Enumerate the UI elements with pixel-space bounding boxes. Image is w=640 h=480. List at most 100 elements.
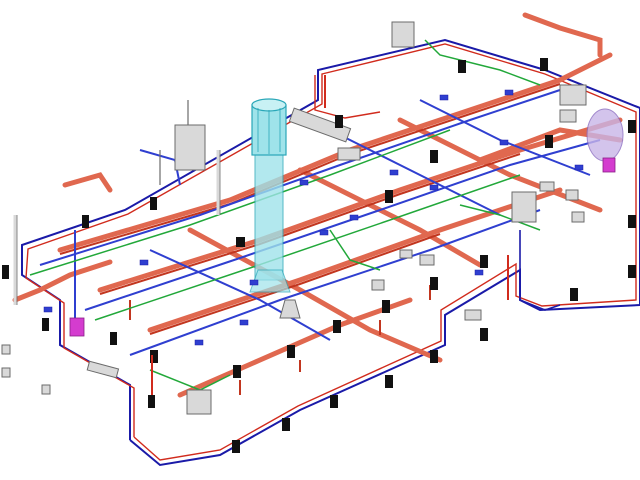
equip-small-1 bbox=[559, 109, 577, 123]
grille bbox=[628, 120, 636, 133]
duct-main-b bbox=[97, 117, 623, 293]
equip-small-9 bbox=[41, 384, 51, 395]
equip-small-11 bbox=[571, 211, 585, 223]
grille bbox=[232, 440, 240, 453]
diffuser bbox=[504, 89, 514, 96]
ahu-top bbox=[251, 98, 287, 112]
air-handling-unit bbox=[249, 98, 291, 293]
grille bbox=[110, 332, 117, 345]
duct-edge-c bbox=[149, 233, 441, 335]
duct-main-a bbox=[57, 52, 613, 253]
pipe-green-4 bbox=[424, 39, 541, 86]
duct-cross-b bbox=[297, 167, 483, 268]
diffuser bbox=[349, 214, 359, 221]
duct-top-curl bbox=[522, 12, 603, 58]
inner-wall-blue bbox=[519, 230, 561, 311]
duct-left-branch bbox=[62, 172, 113, 193]
lavender-unit bbox=[586, 108, 624, 173]
diffuser bbox=[194, 339, 204, 346]
grille bbox=[570, 288, 578, 301]
grille bbox=[287, 345, 295, 358]
diffuser bbox=[299, 179, 309, 186]
diffusers bbox=[43, 89, 584, 346]
equip-chiller bbox=[174, 124, 206, 171]
grille bbox=[236, 237, 245, 247]
equip-right-tank bbox=[511, 191, 537, 223]
diffuser bbox=[429, 184, 439, 191]
equip-small-5 bbox=[371, 279, 385, 291]
grille bbox=[430, 350, 438, 363]
grille bbox=[480, 328, 488, 341]
duct-main-c bbox=[147, 187, 563, 333]
grille bbox=[233, 365, 241, 378]
lavender-drum bbox=[586, 108, 624, 162]
risers bbox=[13, 100, 221, 305]
pipe-blue-4 bbox=[149, 249, 331, 341]
equip-small-6 bbox=[86, 360, 120, 379]
grille bbox=[545, 135, 553, 148]
grille bbox=[335, 115, 343, 128]
pipe-green-5 bbox=[329, 229, 381, 271]
duct-left-long bbox=[12, 259, 113, 303]
grille bbox=[480, 255, 488, 268]
grille bbox=[2, 265, 9, 279]
grille bbox=[333, 320, 341, 333]
equip-small-4 bbox=[464, 309, 482, 321]
exhaust-hood bbox=[279, 299, 301, 319]
ahu-column bbox=[254, 149, 284, 281]
grille bbox=[540, 58, 548, 71]
diffuser bbox=[319, 229, 329, 236]
magenta-box-right bbox=[602, 157, 616, 173]
grille bbox=[330, 395, 338, 408]
inner-wall-red bbox=[314, 75, 381, 119]
grille bbox=[282, 418, 290, 431]
magenta-box-left bbox=[69, 317, 85, 337]
pipe-blue-2 bbox=[84, 139, 601, 311]
diffuser bbox=[474, 269, 484, 276]
duct-lower-branch bbox=[177, 297, 413, 398]
equip-small-7 bbox=[1, 344, 11, 355]
grille bbox=[42, 318, 49, 331]
grille bbox=[382, 300, 390, 313]
equip-small-12 bbox=[565, 189, 579, 201]
pipe-blue-3 bbox=[129, 209, 541, 356]
pipe-green-2 bbox=[94, 174, 521, 321]
equip-top-right-2 bbox=[559, 84, 587, 106]
grille bbox=[385, 190, 393, 203]
grille bbox=[628, 265, 636, 278]
grille bbox=[458, 60, 466, 73]
equip-duct-long bbox=[288, 107, 352, 143]
equip-small-10 bbox=[539, 181, 555, 192]
grille bbox=[385, 375, 393, 388]
grille bbox=[430, 150, 438, 163]
equip-small-3 bbox=[419, 254, 435, 266]
equip-bottom bbox=[186, 389, 212, 415]
grille bbox=[150, 350, 158, 363]
red-riser-pipes bbox=[151, 75, 509, 395]
diffuser bbox=[499, 139, 509, 146]
diffuser bbox=[574, 164, 584, 171]
floor-outline-red bbox=[25, 43, 637, 461]
diffuser bbox=[139, 259, 149, 266]
diffuser bbox=[249, 279, 259, 286]
equip-small-2 bbox=[337, 147, 361, 161]
grille bbox=[430, 277, 438, 290]
pipe-green-6 bbox=[459, 204, 541, 231]
grille bbox=[148, 395, 155, 408]
equip-small-13 bbox=[399, 249, 413, 259]
duct-cross-a bbox=[187, 227, 443, 363]
diffuser bbox=[43, 306, 53, 313]
grey-equipment bbox=[1, 21, 587, 415]
equip-top-right bbox=[391, 21, 415, 48]
grilles bbox=[2, 58, 636, 453]
diffuser bbox=[439, 94, 449, 101]
diffuser bbox=[239, 319, 249, 326]
blue-pipes bbox=[39, 89, 601, 356]
grille bbox=[150, 197, 157, 210]
pipe-blue-1 bbox=[39, 89, 561, 266]
grille bbox=[628, 215, 636, 228]
grille bbox=[82, 215, 89, 228]
duct-details bbox=[59, 83, 561, 395]
equip-small-8 bbox=[1, 367, 11, 378]
